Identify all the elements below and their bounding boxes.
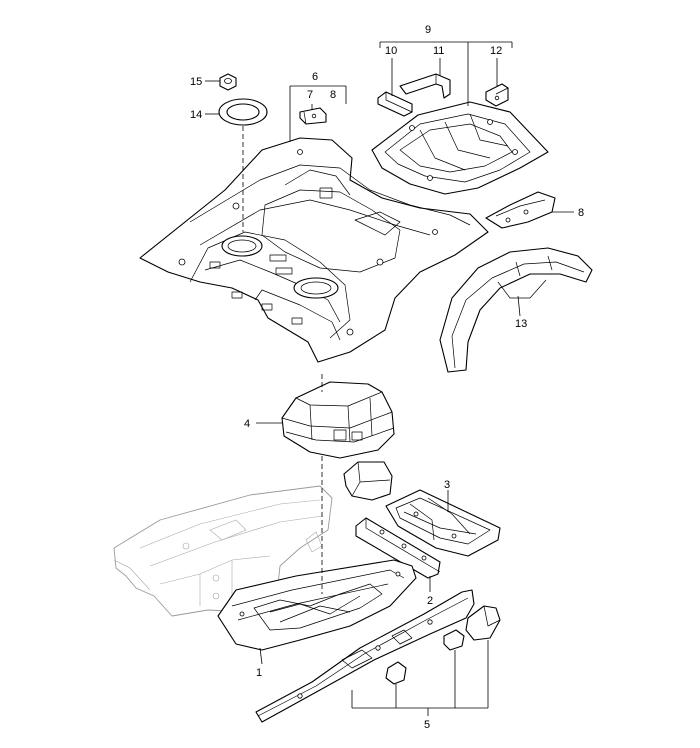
leader-lines [205, 41, 574, 716]
part-1-floor-half[interactable] [217, 559, 417, 651]
part-5-side-sill[interactable] [255, 589, 475, 723]
part-5-bracket-large[interactable] [465, 605, 501, 641]
callout-11[interactable]: 11 [433, 45, 444, 57]
callout-1[interactable]: 1 [256, 667, 262, 679]
callout-7[interactable]: 7 [307, 89, 313, 101]
part-11-crossmember[interactable] [399, 73, 451, 99]
part-9-rear-floor-section[interactable] [371, 101, 549, 195]
callout-9[interactable]: 9 [425, 24, 431, 36]
callout-13[interactable]: 13 [515, 318, 527, 330]
callout-12[interactable]: 12 [490, 45, 502, 57]
callout-labels: 15 14 6 7 8 9 10 11 12 8 13 4 3 2 1 5 [190, 24, 584, 731]
callout-8-top[interactable]: 8 [330, 89, 336, 101]
part-14-seal-ring[interactable] [218, 98, 268, 126]
callout-15[interactable]: 15 [190, 76, 202, 88]
part-5-bracket-medium[interactable] [443, 629, 465, 651]
part-10-cross-piece[interactable] [377, 91, 413, 117]
part-8-reinforcement[interactable] [485, 191, 556, 229]
part-12-bracket[interactable] [485, 83, 509, 107]
callout-2[interactable]: 2 [427, 595, 433, 607]
callout-8-right[interactable]: 8 [578, 207, 584, 219]
part-6-rear-floor[interactable] [139, 137, 489, 363]
part-15-nut[interactable] [219, 73, 237, 91]
part-2-cross-sill[interactable] [355, 517, 441, 579]
part-4-tank[interactable] [281, 381, 395, 459]
callout-5[interactable]: 5 [424, 719, 430, 731]
callout-6[interactable]: 6 [312, 71, 318, 83]
part-3-floor-panel[interactable] [385, 489, 501, 557]
part-7-bracket[interactable] [299, 107, 327, 125]
callout-3[interactable]: 3 [444, 479, 450, 491]
part-13-wheel-arch[interactable] [439, 247, 593, 373]
part-5-bracket-small[interactable] [385, 661, 407, 685]
bracket-under-tank[interactable] [343, 461, 393, 501]
callout-10[interactable]: 10 [385, 45, 397, 57]
callout-4[interactable]: 4 [244, 418, 250, 430]
callout-14[interactable]: 14 [190, 109, 202, 121]
